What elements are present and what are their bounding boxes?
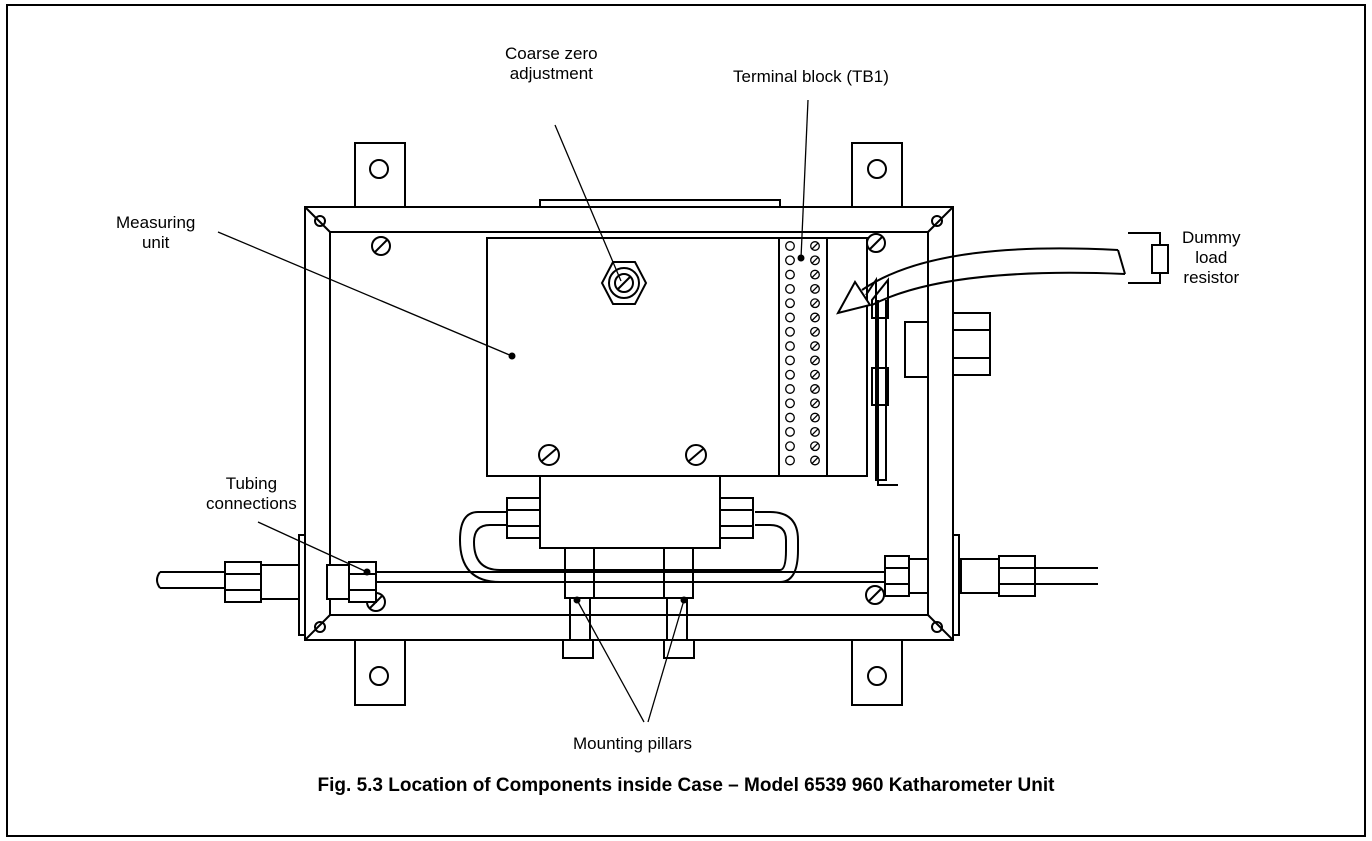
terminal-screw-slot — [811, 314, 819, 321]
main-tube — [376, 571, 885, 583]
label-mounting-pillars: Mounting pillars — [573, 734, 693, 753]
terminal-screw-slot — [811, 442, 819, 450]
terminal-left — [785, 241, 795, 251]
label-terminal-block: Terminal block (TB1) — [733, 67, 889, 86]
coarse-zero-nut — [600, 261, 648, 305]
right-gland — [952, 312, 991, 376]
dummy-load-resistor-symbol — [1128, 232, 1169, 284]
leader-dots — [363, 254, 805, 604]
terminal-screw — [810, 241, 820, 251]
right-tubing-fittings — [884, 555, 1098, 597]
terminal-screw-slot — [811, 414, 819, 422]
dummy-resistor-mount — [865, 276, 929, 486]
terminal-left — [785, 312, 795, 323]
terminal-left — [785, 441, 795, 452]
terminal-screw-slot — [811, 256, 819, 264]
terminal-screw-slot — [811, 342, 819, 350]
terminal-screw — [810, 341, 820, 352]
install-arrow — [836, 247, 1126, 315]
terminal-screw-slot — [811, 242, 819, 250]
terminal-screw — [810, 298, 820, 309]
terminal-screw-slot — [811, 285, 819, 293]
terminal-screw — [810, 398, 820, 409]
terminal-screw — [810, 283, 820, 294]
terminal-screw — [810, 412, 820, 423]
terminal-screw — [810, 312, 820, 323]
terminal-screw-slot — [811, 385, 819, 393]
terminal-left — [785, 426, 795, 437]
terminal-left — [785, 255, 795, 266]
terminal-left — [785, 298, 795, 309]
terminal-left — [785, 412, 795, 423]
terminal-screw-slot — [811, 299, 819, 307]
terminal-left — [785, 283, 795, 294]
terminal-screw — [810, 369, 820, 380]
terminal-left — [785, 269, 795, 280]
terminal-left — [785, 398, 795, 409]
mounting-pillars — [562, 597, 695, 659]
terminal-left — [785, 326, 795, 337]
terminal-screw — [810, 255, 820, 266]
terminal-screw-slot — [811, 328, 819, 336]
terminal-screw — [810, 384, 820, 394]
terminal-screw-slot — [811, 271, 819, 279]
figure-caption: Fig. 5.3 Location of Components inside C… — [317, 775, 1055, 796]
terminal-screw — [810, 441, 820, 452]
terminal-screw — [810, 355, 820, 366]
left-tubing-fittings — [156, 561, 377, 603]
terminal-left — [785, 384, 795, 394]
leader-lines — [217, 99, 809, 723]
terminal-screw — [810, 455, 820, 466]
terminal-block-terminals — [785, 241, 820, 466]
terminal-screw-slot — [811, 428, 819, 436]
terminal-left — [785, 455, 795, 466]
terminal-screw — [810, 326, 820, 337]
terminal-left — [785, 369, 795, 380]
mounting-lugs — [354, 142, 903, 706]
terminal-left — [785, 355, 795, 366]
terminal-left — [785, 341, 795, 352]
terminal-screw-slot — [811, 399, 819, 407]
terminal-screw-slot — [811, 356, 819, 364]
terminal-screw-slot — [811, 371, 819, 379]
terminal-screw-slot — [811, 457, 819, 464]
terminal-screw — [810, 426, 820, 437]
terminal-screw — [810, 269, 820, 280]
